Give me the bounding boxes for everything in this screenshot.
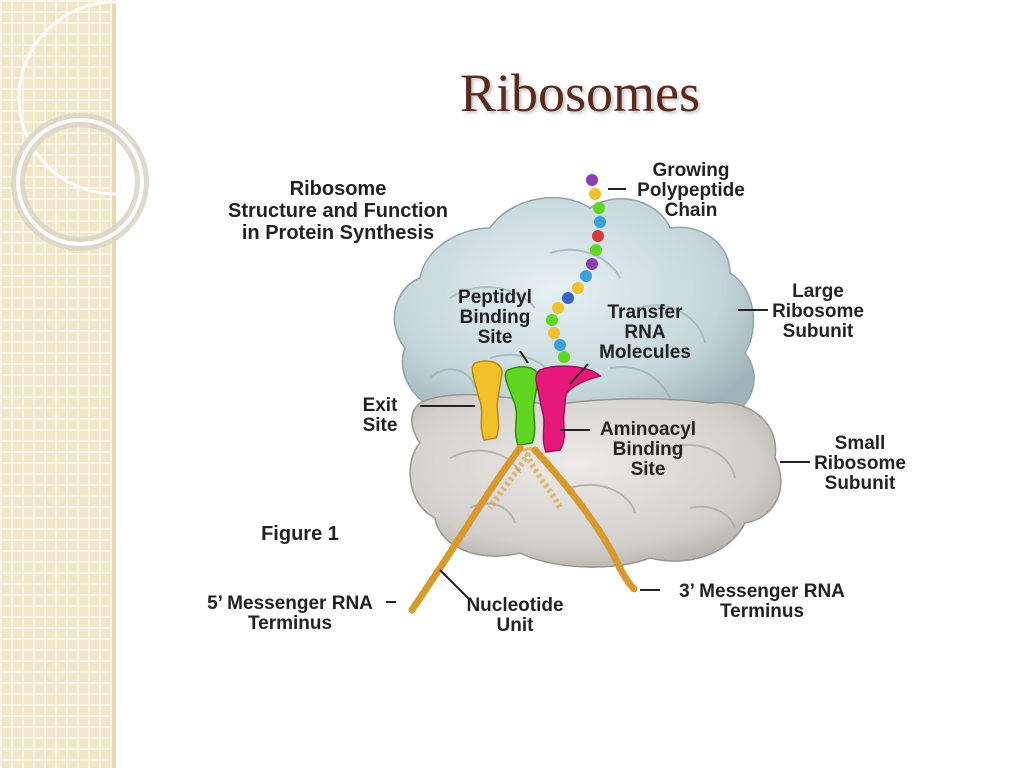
small-subunit [409, 393, 782, 568]
mrna-5-strand [408, 444, 524, 614]
figure-caption: Figure 1 [261, 523, 339, 545]
small-subunit-line-2: Ribosome [814, 453, 906, 474]
growing-chain-line-3: Chain [664, 200, 718, 221]
aminoacyl-site-line-2: Binding [612, 439, 684, 460]
slide-title: Ribosomes [459, 63, 701, 123]
aminoacyl-site-line-3: Site [630, 459, 666, 480]
peptidyl-site-line-3: Site [477, 327, 513, 348]
decorative-circles-icon [11, 0, 200, 251]
mrna-3-label: 3’ Messenger RNA Terminus [662, 582, 862, 622]
mrna-3-line-2: Terminus [719, 601, 805, 622]
nucleotide-line-1: Nucleotide [466, 595, 564, 616]
nucleotide-line-2: Unit [496, 615, 534, 636]
aminoacyl-site-trna [535, 365, 602, 453]
small-subunit-line-1: Small [834, 433, 886, 454]
ribosome-figure: Ribosome Structure and Function in Prote… [190, 158, 930, 638]
small-subunit-line-3: Subunit [824, 473, 896, 494]
aminoacyl-site-line-1: Aminoacyl [599, 419, 697, 440]
mrna-3-strand [531, 446, 639, 594]
growing-chain-line-1: Growing [652, 160, 730, 181]
figure-title-line-1: Ribosome [289, 178, 387, 200]
ribosome-illustration [386, 174, 810, 614]
aminoacyl-site-label: Aminoacyl Binding Site [588, 420, 708, 480]
large-subunit-line-2: Ribosome [772, 301, 864, 322]
exit-site-trna [471, 360, 503, 441]
growing-chain-line-2: Polypeptide [637, 180, 745, 201]
figure-title: Ribosome Structure and Function in Prote… [198, 178, 478, 244]
exit-site-line-1: Exit [362, 395, 398, 416]
trna-line-3: Molecules [599, 342, 691, 363]
large-subunit-label: Large Ribosome Subunit [768, 282, 868, 342]
mrna-crossing [487, 446, 563, 510]
nucleotide-label: Nucleotide Unit [455, 596, 575, 636]
exit-site-line-2: Site [362, 415, 398, 436]
mrna-5-line-1: 5’ Messenger RNA [207, 593, 373, 614]
exit-site-label: Exit Site [345, 396, 415, 436]
peptidyl-site-label: Peptidyl Binding Site [445, 288, 545, 348]
small-subunit-label: Small Ribosome Subunit [810, 434, 910, 494]
mrna-5-label: 5’ Messenger RNA Terminus [195, 594, 385, 634]
trna-line-2: RNA [624, 322, 666, 343]
polypeptide-chain [546, 174, 606, 363]
large-subunit-line-1: Large [792, 281, 844, 302]
sidebar-edge [112, 0, 116, 768]
leader-lines [386, 188, 810, 603]
mrna-5-line-2: Terminus [247, 613, 333, 634]
trna-label: Transfer RNA Molecules [590, 303, 700, 363]
peptidyl-site-line-2: Binding [459, 307, 531, 328]
figure-title-line-3: in Protein Synthesis [241, 222, 435, 244]
large-subunit-line-3: Subunit [782, 321, 854, 342]
trna-line-1: Transfer [607, 302, 683, 323]
figure-title-line-2: Structure and Function [228, 200, 448, 222]
peptidyl-site-line-1: Peptidyl [458, 287, 532, 308]
mrna-3-line-1: 3’ Messenger RNA [679, 581, 845, 602]
growing-chain-label: Growing Polypeptide Chain [626, 161, 756, 221]
